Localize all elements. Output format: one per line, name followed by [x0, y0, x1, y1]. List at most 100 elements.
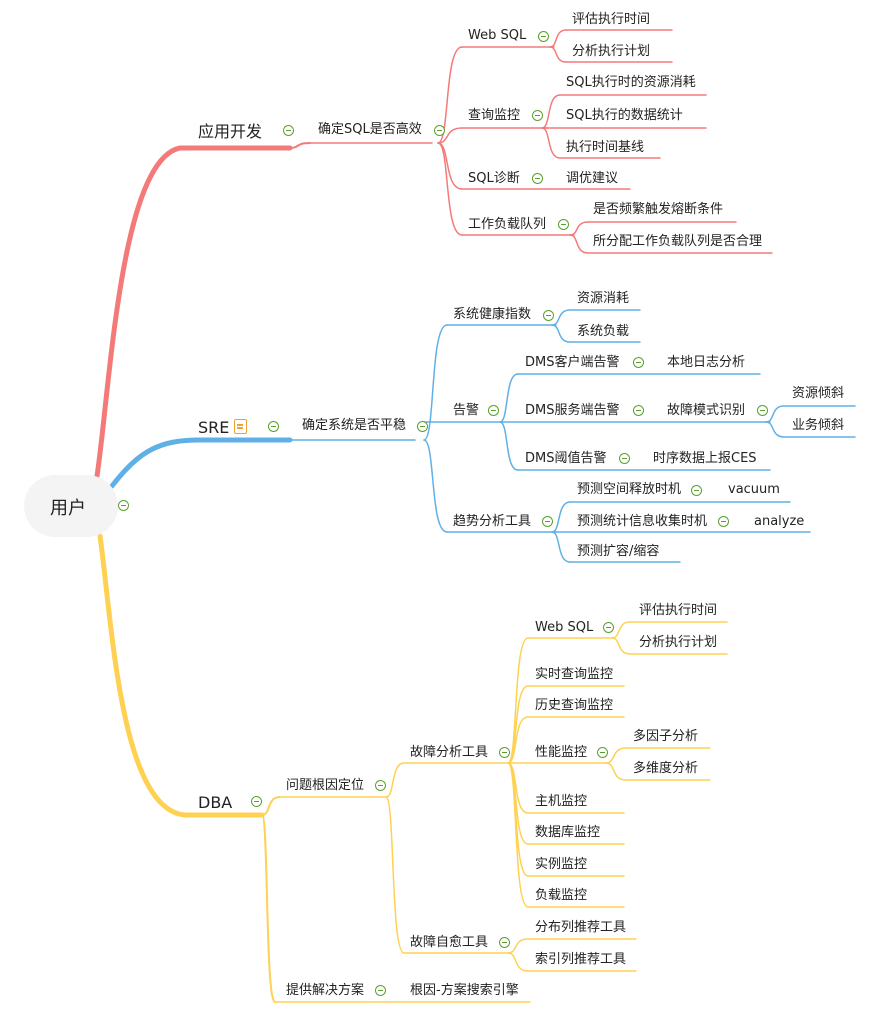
node-sre-server-alarm-label[interactable]: DMS服务端告警: [525, 403, 620, 418]
root-node[interactable]: [24, 475, 118, 537]
branch-dba-label[interactable]: DBA: [198, 793, 233, 812]
e-sre-health: [423, 324, 448, 441]
edge-dev-diag: [437, 142, 463, 190]
node-sre-fault-pattern-collapse-icon[interactable]: [757, 405, 768, 416]
e3: [541, 94, 561, 129]
leaf-dba-db-label[interactable]: 数据库监控: [535, 825, 601, 840]
leaf-dba-multidim-label[interactable]: 多维度分析: [633, 761, 699, 776]
node-dba-solution-collapse-icon[interactable]: [375, 985, 386, 996]
node-dev-workload-label[interactable]: 工作负载队列: [468, 217, 547, 232]
leaf-sre-resource-skew-label[interactable]: 资源倾斜: [792, 386, 845, 401]
e21: [605, 747, 627, 764]
e11: [499, 373, 519, 423]
node-sre-server-alarm-collapse-icon[interactable]: [633, 405, 644, 416]
node-dba-fault-tool-collapse-icon[interactable]: [499, 747, 510, 758]
node-sre-health-label[interactable]: 系统健康指数: [453, 307, 532, 322]
node-dba-selfheal-label[interactable]: 故障自愈工具: [410, 935, 489, 950]
node-dev-query-monitor-collapse-icon[interactable]: [532, 110, 543, 121]
leaf-dba-search-engine-label[interactable]: 根因-方案搜索引擎: [410, 983, 519, 998]
e23: [507, 938, 529, 954]
leaf-dba-multifactor-label[interactable]: 多因子分析: [633, 729, 699, 744]
leaf-dev-stats-label[interactable]: SQL执行的数据统计: [566, 108, 683, 123]
e-dba-db: [507, 762, 529, 845]
e-sre-trend: [423, 439, 448, 533]
node-system-stable-label[interactable]: 确定系统是否平稳: [302, 418, 407, 433]
leaf-dev-circuit-label[interactable]: 是否频繁触发熔断条件: [593, 202, 724, 217]
leaf-dev-queue-label[interactable]: 所分配工作负载队列是否合理: [593, 234, 763, 249]
e18: [551, 531, 571, 563]
leaf-dba-dist-col-label[interactable]: 分布列推荐工具: [535, 920, 627, 935]
leaf-dba-history-label[interactable]: 历史查询监控: [535, 698, 614, 713]
node-sre-trend-label[interactable]: 趋势分析工具: [453, 514, 532, 529]
node-sre-stats-collapse-icon[interactable]: [718, 516, 729, 527]
node-dev-query-monitor-label[interactable]: 查询监控: [468, 108, 521, 123]
node-sre-threshold-alarm-label[interactable]: DMS阈值告警: [525, 451, 607, 466]
node-sre-alarm-label[interactable]: 告警: [453, 403, 480, 418]
node-dba-rootcause-label[interactable]: 问题根因定位: [286, 778, 365, 793]
leaf-dba-load-label[interactable]: 负载监控: [535, 888, 588, 903]
node-sql-efficient-collapse-icon[interactable]: [434, 125, 445, 136]
e9: [551, 309, 571, 326]
leaf-dev-baseline-label[interactable]: 执行时间基线: [566, 140, 645, 155]
e-dba-rt: [507, 685, 529, 764]
note-icon[interactable]: [234, 419, 247, 434]
leaf-dev-eval-time-label[interactable]: 评估执行时间: [572, 12, 651, 27]
e1: [549, 29, 567, 48]
node-system-stable-collapse-icon[interactable]: [417, 421, 428, 432]
node-sql-efficient-label[interactable]: 确定SQL是否高效: [318, 122, 422, 137]
node-sre-space-label[interactable]: 预测空间释放时机: [577, 482, 682, 497]
node-dba-fault-tool-label[interactable]: 故障分析工具: [410, 745, 489, 760]
leaf-dba-index-col-label[interactable]: 索引列推荐工具: [535, 952, 627, 967]
node-dba-websql-label[interactable]: Web SQL: [535, 620, 594, 635]
node-dba-solution-label[interactable]: 提供解决方案: [286, 983, 365, 998]
node-dev-websql-collapse-icon[interactable]: [538, 31, 549, 42]
node-dev-websql-label[interactable]: Web SQL: [468, 28, 527, 43]
leaf-dev-tuning-label[interactable]: 调优建议: [566, 171, 619, 186]
leaf-dba-eval-time-label[interactable]: 评估执行时间: [639, 603, 718, 618]
node-dba-selfheal-collapse-icon[interactable]: [499, 937, 510, 948]
e15: [765, 421, 785, 438]
leaf-dba-instance-label[interactable]: 实例监控: [535, 857, 588, 872]
leaf-sre-ces-label[interactable]: 时序数据上报CES: [653, 451, 757, 466]
branch-dba-collapse-icon[interactable]: [251, 796, 262, 807]
branch-dev-label[interactable]: 应用开发: [198, 122, 263, 141]
e22: [605, 762, 627, 781]
node-sre-alarm-collapse-icon[interactable]: [488, 405, 499, 416]
node-sre-trend-collapse-icon[interactable]: [542, 516, 553, 527]
node-sre-fault-pattern-label[interactable]: 故障模式识别: [667, 403, 746, 418]
leaf-dev-exec-plan-label[interactable]: 分析执行计划: [572, 44, 651, 59]
leaf-sre-load-label[interactable]: 系统负载: [577, 324, 630, 339]
leaf-dba-realtime-label[interactable]: 实时查询监控: [535, 667, 614, 682]
node-sre-stats-label[interactable]: 预测统计信息收集时机: [577, 514, 708, 529]
e-dba-hist: [507, 716, 529, 764]
node-dev-sql-diag-label[interactable]: SQL诊断: [468, 171, 520, 186]
e-dba-sol: [261, 814, 276, 1003]
node-sre-threshold-alarm-collapse-icon[interactable]: [619, 453, 630, 464]
node-sre-client-alarm-label[interactable]: DMS客户端告警: [525, 355, 620, 370]
branch-dev-collapse-icon[interactable]: [283, 125, 294, 136]
leaf-sre-vacuum-label[interactable]: vacuum: [728, 482, 780, 497]
node-sre-health-collapse-icon[interactable]: [543, 310, 554, 321]
node-dba-perf-collapse-icon[interactable]: [597, 747, 608, 758]
branch-sre-label[interactable]: SRE: [198, 418, 230, 437]
leaf-sre-business-skew-label[interactable]: 业务倾斜: [792, 418, 845, 433]
leaf-dba-host-label[interactable]: 主机监控: [535, 794, 588, 809]
node-dev-sql-diag-collapse-icon[interactable]: [532, 173, 543, 184]
root-collapse-icon[interactable]: [118, 500, 129, 511]
node-sre-client-alarm-collapse-icon[interactable]: [633, 357, 644, 368]
leaf-dev-resource-label[interactable]: SQL执行时的资源消耗: [566, 75, 696, 90]
e5: [541, 127, 561, 159]
branch-sre-collapse-icon[interactable]: [268, 421, 279, 432]
leaf-sre-resource-label[interactable]: 资源消耗: [577, 291, 630, 306]
node-dba-perf-label[interactable]: 性能监控: [535, 745, 588, 760]
node-dba-websql-collapse-icon[interactable]: [603, 622, 614, 633]
trunk-dba: [97, 533, 265, 818]
leaf-sre-local-log-label[interactable]: 本地日志分析: [667, 355, 746, 370]
node-sre-space-collapse-icon[interactable]: [691, 485, 702, 496]
node-dba-rootcause-collapse-icon[interactable]: [375, 780, 386, 791]
node-dev-workload-collapse-icon[interactable]: [558, 219, 569, 230]
leaf-sre-analyze-label[interactable]: analyze: [754, 514, 805, 529]
leaf-dba-exec-plan-label[interactable]: 分析执行计划: [639, 635, 718, 650]
leaf-sre-scale-label[interactable]: 预测扩容/缩容: [577, 544, 660, 559]
